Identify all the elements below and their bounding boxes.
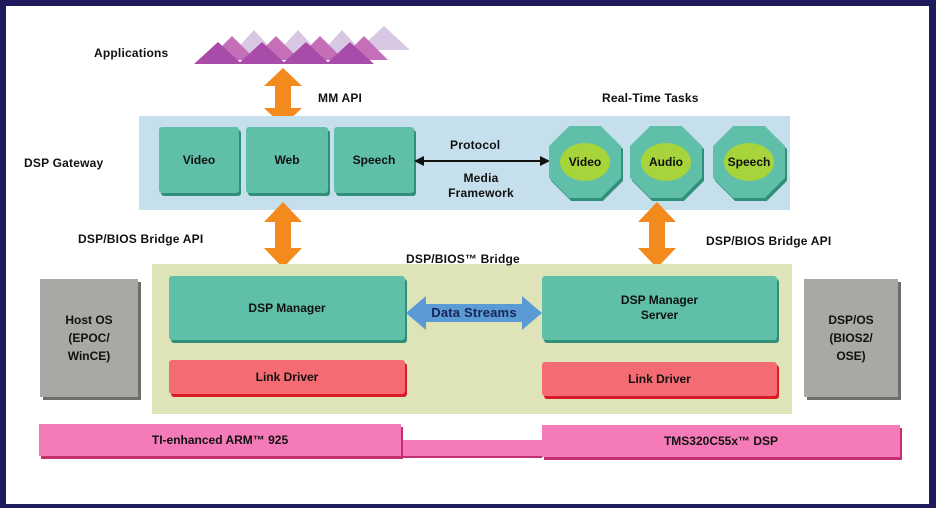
- bridge-api-right-arrow: [638, 202, 676, 268]
- protocol-arrow: [414, 156, 550, 166]
- link-driver-left-box[interactable]: Link Driver: [169, 360, 405, 394]
- link-driver-right-box[interactable]: Link Driver: [542, 362, 777, 396]
- mm-api-label: MM API: [318, 91, 363, 105]
- media-label: Media: [463, 171, 499, 185]
- applications-label: Applications: [94, 46, 169, 60]
- dsp-manager-box[interactable]: DSP Manager: [169, 276, 405, 340]
- bridge-api-right-label: DSP/BIOS Bridge API: [706, 234, 832, 248]
- task-video[interactable]: Video: [549, 126, 621, 198]
- dsp-manager-server-box[interactable]: DSP Manager Server: [542, 276, 777, 340]
- dsp-os-box[interactable]: DSP/OS (BIOS2/ OSE): [804, 279, 898, 397]
- gateway-speech-box[interactable]: Speech: [334, 127, 414, 193]
- gateway-video-box[interactable]: Video: [159, 127, 239, 193]
- data-streams-arrow: [406, 296, 542, 330]
- task-speech[interactable]: Speech: [713, 126, 785, 198]
- dsp-gateway-label: DSP Gateway: [24, 156, 104, 170]
- dsp-processor-bar[interactable]: TMS320C55x™ DSP: [542, 425, 900, 457]
- gateway-web-box[interactable]: Web: [246, 127, 328, 193]
- bridge-api-left-label: DSP/BIOS Bridge API: [78, 232, 204, 246]
- host-os-box[interactable]: Host OS (EPOC/ WinCE): [40, 279, 138, 397]
- arm-processor-bar[interactable]: TI-enhanced ARM™ 925: [39, 424, 401, 456]
- real-time-tasks-label: Real-Time Tasks: [602, 91, 699, 105]
- bridge-api-left-arrow: [264, 202, 302, 268]
- framework-label: Framework: [448, 186, 514, 200]
- protocol-label: Protocol: [450, 138, 501, 152]
- architecture-diagram: Applications MM API Real-Time Tasks DSP …: [6, 6, 929, 504]
- applications-icon: [194, 26, 410, 64]
- task-audio[interactable]: Audio: [630, 126, 702, 198]
- mm-api-arrow: [264, 68, 302, 126]
- processor-link: [400, 440, 542, 456]
- data-streams-label: Data Streams: [431, 305, 517, 320]
- bridge-title: DSP/BIOS™ Bridge: [406, 252, 520, 266]
